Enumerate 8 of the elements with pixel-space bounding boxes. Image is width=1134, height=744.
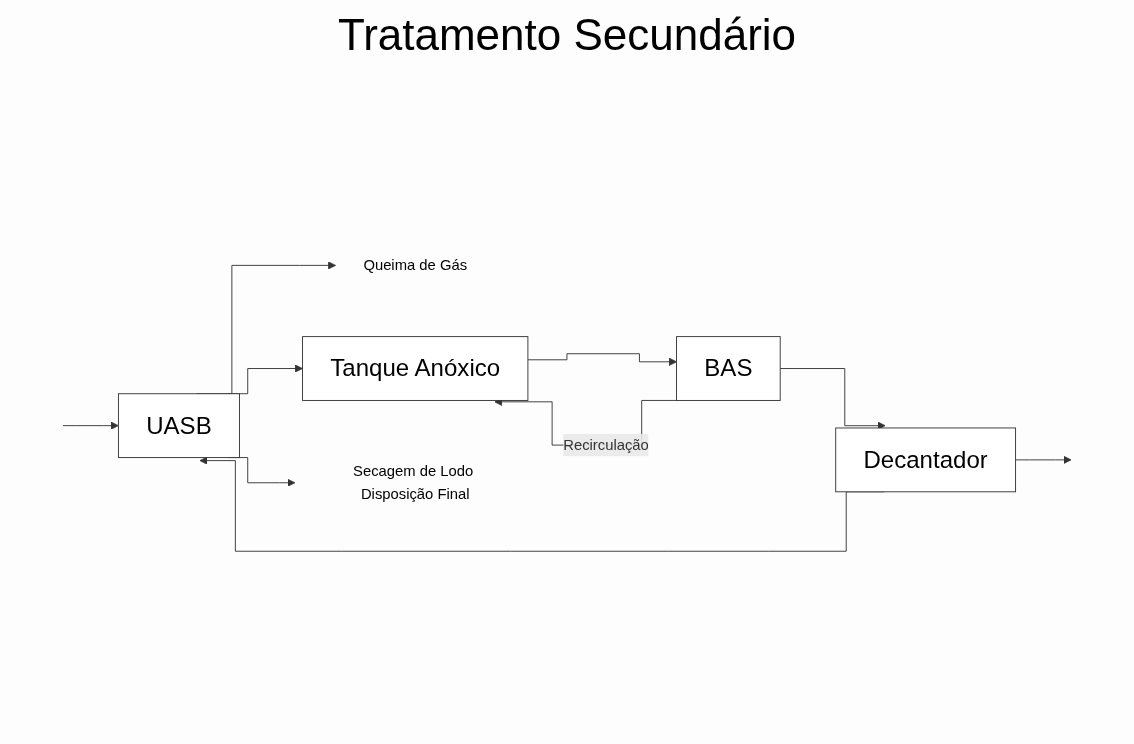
- node-box: Decantador: [835, 427, 1017, 493]
- node-box: BAS: [676, 336, 781, 402]
- node-text: Queima de Gás: [363, 257, 468, 273]
- node-box: Tanque Anóxico: [302, 336, 529, 402]
- edge-label: Recirculação: [563, 436, 649, 453]
- node-text: Secagem de Lodo Disposição Final: [353, 463, 474, 502]
- node-box: UASB: [117, 393, 240, 459]
- diagram-title: Tratamento Secundário: [336, 10, 798, 60]
